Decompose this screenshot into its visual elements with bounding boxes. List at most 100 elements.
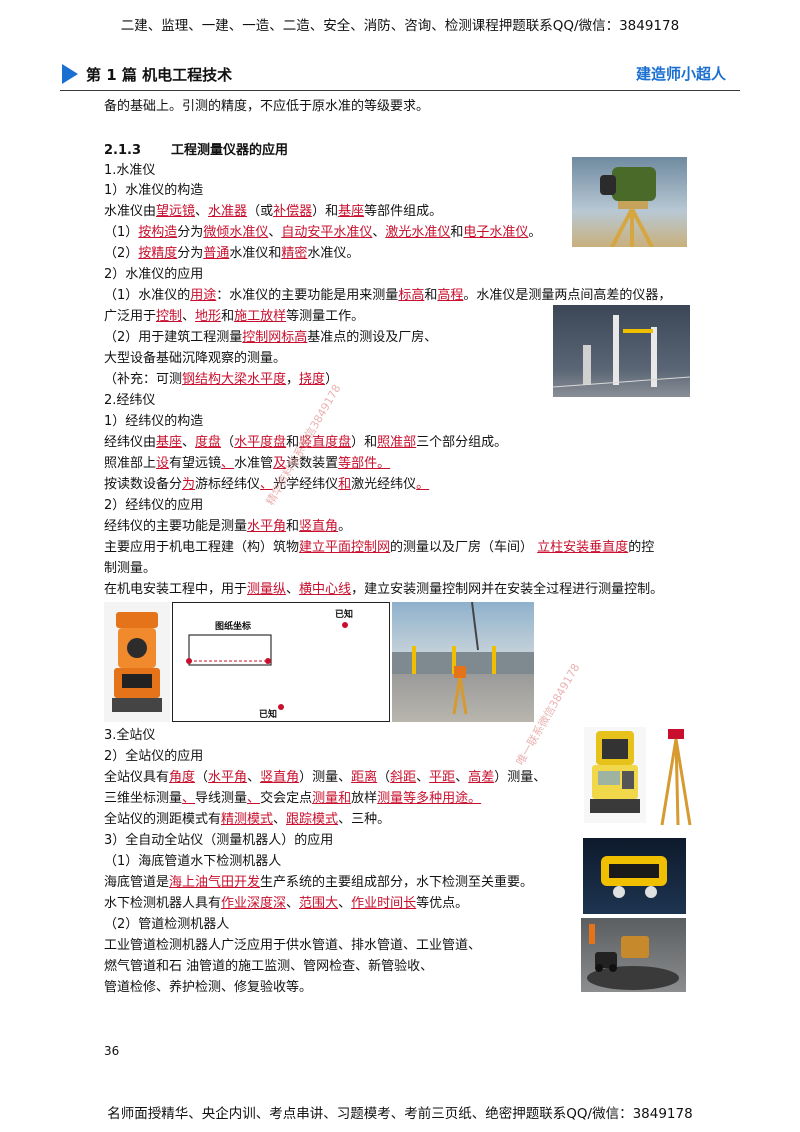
text-segment: 有望远镜 [169,456,222,471]
key-term: 水平角 [247,519,287,534]
heading-theodolite: 2.经纬仪 [104,393,156,408]
text-line: 管道检修、养护检测、修复验收等。 [104,980,313,995]
text-segment: 、 [455,770,469,785]
key-term: 及 [273,456,287,471]
text-segment: 和 [286,435,300,450]
key-term: 测量等多种用途。 [377,791,482,806]
text-line: 大型设备基础沉降观察的测量。 [104,351,287,366]
text-segment: 经纬仪由 [104,435,157,450]
key-term: 竖直角 [299,519,339,534]
key-term: 水平度盘 [234,435,287,450]
text-segment: 的测量以及厂房（车间） [390,540,538,555]
text-segment: ）测量、 [299,770,352,785]
key-term: 度盘 [195,435,222,450]
key-term: 控制 [156,309,183,324]
key-term: 海上油气田开发 [169,875,261,890]
brand-name: 建造师小超人 [635,65,726,83]
text-segment: ） [325,372,339,387]
key-term: 。 [416,477,430,492]
key-term: 竖直度盘 [299,435,352,450]
key-term: 、 [182,791,196,806]
chapter-title: 第 1 篇 机电工程技术 [86,66,233,84]
text-segment: 和 [450,225,464,240]
text-segment: 等测量工作。 [286,309,365,324]
key-term: 控制网标高 [242,330,308,345]
text-segment: 水准仪和 [229,246,282,261]
section-title: 工程测量仪器的应用 [171,143,289,158]
text-line: （2）按精度分为普通水准仪和精密水准仪。 [104,245,359,263]
text-line: 水准仪由望远镜、水准器（或补偿器）和基座等部件组成。 [104,203,442,221]
text-segment: 的控 [628,540,655,555]
text-segment: （ [377,770,391,785]
text-segment: 在机电安装工程中，用于 [104,582,248,597]
key-term: 测量和 [312,791,352,806]
triangle-marker-icon [62,64,78,84]
key-term: 、 [260,477,274,492]
text-segment: ：水准仪的主要功能是用来测量 [216,288,399,303]
text-segment: 。 [528,225,542,240]
tripod-photo [656,727,696,827]
text-segment: 水准管 [234,456,274,471]
drawing-label: 图纸坐标 [215,622,252,632]
key-term: 高差 [468,770,495,785]
text-segment: 广泛用于 [104,309,157,324]
text-line: （1）按构造分为微倾水准仪、自动安平水准仪、激光水准仪和电子水准仪。 [104,224,541,242]
text-segment: 读数装置 [286,456,339,471]
key-term: 斜距 [390,770,417,785]
key-term: 精密 [281,246,308,261]
key-term: 作业时间长 [351,896,417,911]
key-term: 自动安平水准仪 [281,225,373,240]
text-segment: 、 [372,225,386,240]
text-segment: （补充：可测 [104,372,183,387]
key-term: 立柱安装垂直度 [537,540,629,555]
key-term: 、 [247,791,261,806]
text-segment: 、 [286,582,300,597]
text-line: 三维坐标测量、导线测量、交会定点测量和放样测量等多种用途。 [104,790,481,808]
text-line: 照准部上设有望远镜、水准管及读数装置等部件。 [104,455,390,473]
page-number: 36 [104,1044,120,1058]
pipe-inspection-robot-photo [581,918,686,992]
key-term: 施工放样 [234,309,287,324]
key-term: 为 [182,477,196,492]
text-segment: （ [221,435,235,450]
text-line: （补充：可测钢结构大梁水平度，挠度） [104,371,338,389]
text-line: 制测量。 [104,561,157,576]
site-survey-photo [392,602,534,722]
key-term: 用途 [190,288,217,303]
key-term: 望远镜 [156,204,196,219]
top-banner: 二建、监理、一建、一造、二造、安全、消防、咨询、检测课程押题联系QQ/微信：38… [120,18,680,34]
text-segment: 分为 [177,246,204,261]
text-segment: 水下检测机器人具有 [104,896,222,911]
text-segment: （或 [247,204,274,219]
text-segment: 、 [416,770,430,785]
key-term: 水平角 [208,770,248,785]
key-term: 建立平面控制网 [299,540,391,555]
text-segment: 、 [247,770,261,785]
known-point-label-bottom: 已知 [259,710,278,720]
key-term: 角度 [169,770,196,785]
text-segment: 、 [195,204,209,219]
text-segment: 按读数设备分 [104,477,183,492]
section-number: 2.1.3 [104,143,142,158]
text-line: （2）用于建筑工程测量控制网标高基准点的测设及厂房、 [104,329,437,347]
subheading: 3）全自动全站仪（测量机器人）的应用 [104,833,334,848]
text-segment: 主要应用于机电工程建（构）筑物 [104,540,300,555]
text-line: 经纬仪的主要功能是测量水平角和竖直角。 [104,518,351,536]
text-line: 水下检测机器人具有作业深度深、范围大、作业时间长等优点。 [104,895,468,913]
key-term: 普通 [203,246,230,261]
text-segment: 、 [338,896,352,911]
text-line: 燃气管道和石 油管道的施工监测、管网检查、新管验收、 [104,959,434,974]
key-term: 跟踪模式 [286,812,339,827]
key-term: 、 [221,456,235,471]
theodolite-photo [104,602,170,722]
text-segment: 。水准仪是测量两点间高差的仪器， [463,288,672,303]
key-term: 照准部 [377,435,417,450]
key-term: 距离 [351,770,378,785]
key-term: 基座 [338,204,365,219]
key-term: 地形 [195,309,222,324]
text-segment: 全站仪的测距模式有 [104,812,222,827]
text-line: 备的基础上。引测的精度，不应低于原水准的等级要求。 [104,99,430,114]
text-segment: 照准部上 [104,456,157,471]
key-term: 和 [338,477,352,492]
total-station-photo [584,727,646,823]
